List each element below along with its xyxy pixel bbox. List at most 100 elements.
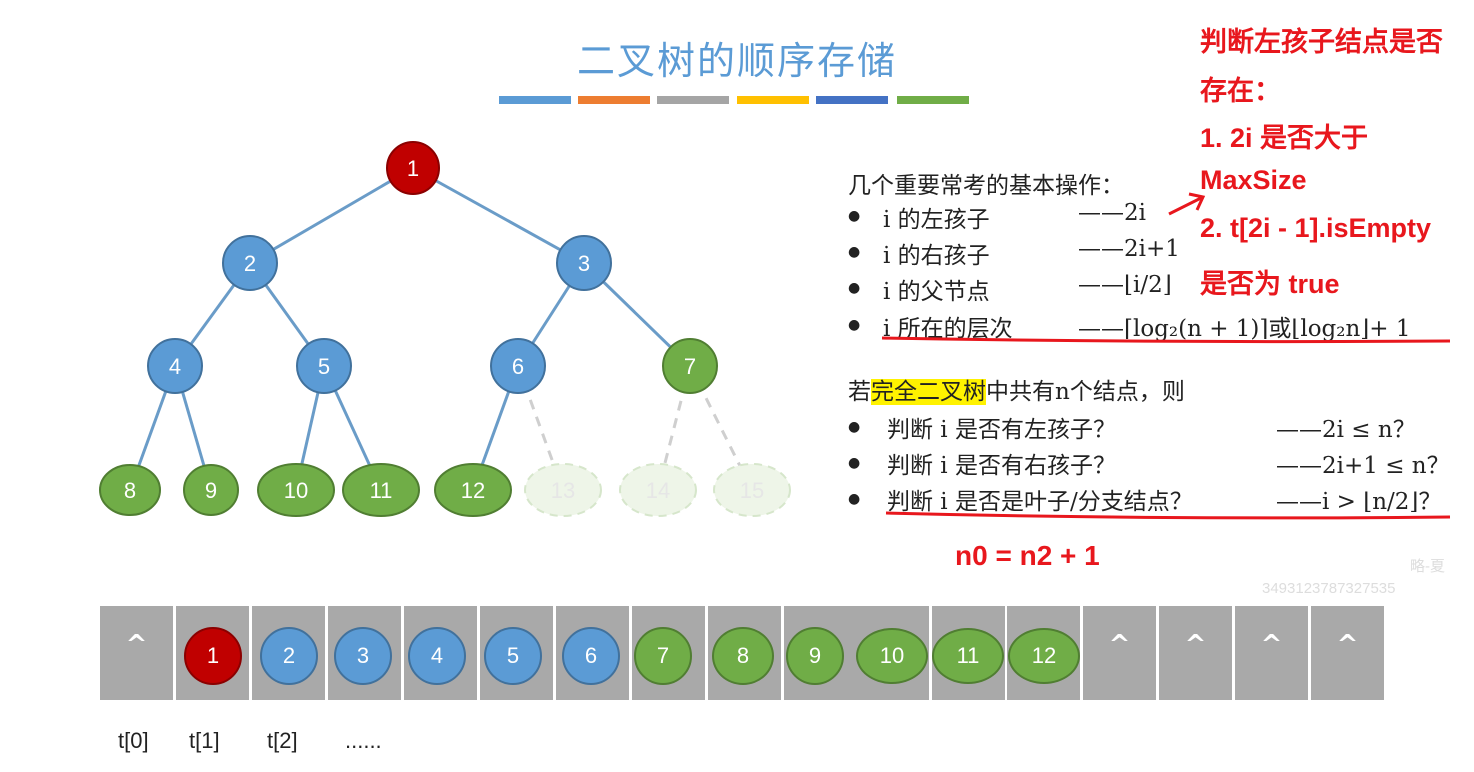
- op-parent-formula: ——⌊i/2⌋: [1078, 272, 1172, 298]
- bullet-dot: ●: [848, 491, 861, 507]
- tree-node-11: 11: [342, 463, 420, 517]
- tree-node-10: 10: [257, 463, 335, 517]
- op-left-child-formula: ——2i: [1078, 200, 1146, 226]
- ct-leaf-label: 判断 i 是否是叶子/分支结点？: [887, 489, 1193, 515]
- array-index-ellipsis: ......: [345, 728, 382, 753]
- ct-right-child-formula: ——2i+1 ≤ n？: [1276, 453, 1450, 479]
- bullet-dot: ●: [848, 280, 861, 296]
- tree-node-15-ghost: 15: [713, 463, 791, 517]
- red-arrow-icon: [1168, 192, 1206, 216]
- op-right-child-label: i 的右孩子: [883, 243, 990, 269]
- array-cell-15: [1235, 606, 1308, 700]
- tree-node-5: 5: [296, 338, 352, 394]
- binary-tree-diagram: 1 2 3 4 5 6 7 8: [99, 141, 791, 517]
- bullet-dot: ●: [848, 208, 861, 224]
- annotation-line-5: 2. t[2i - 1].isEmpty: [1200, 213, 1432, 243]
- tree-node-label: 13: [551, 478, 575, 503]
- empty-marker: ^: [1336, 630, 1359, 660]
- watermark-name: 略-夏: [1410, 558, 1445, 575]
- ct-leaf-formula: ——i > ⌊n/2⌋？: [1276, 489, 1442, 515]
- tree-node-13-ghost: 13: [524, 463, 602, 517]
- tree-node-label: 11: [370, 478, 393, 503]
- array-node-10: 10: [856, 628, 928, 684]
- ct-left-child-label: 判断 i 是否有左孩子？: [887, 417, 1116, 443]
- array-node-5: 5: [484, 627, 542, 685]
- op-left-child-label: i 的左孩子: [883, 207, 990, 233]
- tree-node-4: 4: [147, 338, 203, 394]
- ct-left-child-formula: ——2i ≤ n？: [1276, 417, 1416, 443]
- empty-marker: ^: [125, 630, 148, 660]
- array-node-6: 6: [562, 627, 620, 685]
- op-level-formula: ——⌈log₂(n + 1)⌉或⌊log₂n⌋+ 1: [1078, 316, 1411, 342]
- slide-title: 二叉树的顺序存储: [576, 39, 897, 83]
- color-bar-darkblue: [816, 96, 888, 104]
- tree-edges: [128, 166, 692, 491]
- watermark-id: 3493123787327535: [1262, 580, 1396, 597]
- array-node-1: 1: [184, 627, 242, 685]
- bullet-dot: ●: [848, 244, 861, 260]
- array-node-2: 2: [260, 627, 318, 685]
- array-cell-0: [100, 606, 173, 700]
- tree-node-14-ghost: 14: [619, 463, 697, 517]
- tree-node-label: 10: [284, 478, 308, 503]
- bullet-dot: ●: [848, 317, 861, 333]
- array-index-0: t[0]: [118, 728, 149, 753]
- tree-node-8: 8: [99, 464, 161, 516]
- tree-node-label: 2: [244, 251, 256, 276]
- tree-node-12: 12: [434, 463, 512, 517]
- tree-node-6: 6: [490, 338, 546, 394]
- empty-marker: ^: [1184, 630, 1207, 660]
- annotation-line-4: MaxSize: [1200, 165, 1307, 195]
- op-right-child-formula: ——2i+1: [1078, 236, 1180, 262]
- array-node-7: 7: [634, 627, 692, 685]
- tree-node-label: 15: [740, 478, 764, 503]
- tree-node-7: 7: [662, 338, 718, 394]
- empty-marker: ^: [1108, 630, 1131, 660]
- complete-tree-suffix: 中共有n个结点，则: [986, 379, 1185, 405]
- tree-node-label: 5: [318, 354, 330, 379]
- annotation-line-2: 存在：: [1200, 76, 1281, 106]
- red-underline-2: [885, 511, 1451, 520]
- tree-node-label: 7: [684, 354, 696, 379]
- annotation-line-3: 1. 2i 是否大于: [1200, 123, 1369, 153]
- array-node-4: 4: [408, 627, 466, 685]
- tree-node-label: 1: [407, 156, 419, 181]
- tree-node-label: 14: [646, 478, 670, 503]
- tree-node-1: 1: [386, 141, 440, 195]
- bullet-dot: ●: [848, 419, 861, 435]
- tree-node-3: 3: [556, 235, 612, 291]
- tree-node-9: 9: [183, 464, 239, 516]
- bullet-dot: ●: [848, 455, 861, 471]
- array-node-9: 9: [786, 627, 844, 685]
- annotation-line-6: 是否为 true: [1200, 269, 1340, 299]
- complete-tree-highlight: 完全二叉树: [871, 379, 986, 405]
- array-node-11: 11: [932, 628, 1004, 684]
- color-bar-yellow: [737, 96, 809, 104]
- empty-marker: ^: [1260, 630, 1283, 660]
- tree-node-label: 9: [205, 478, 217, 503]
- operations-heading: 几个重要常考的基本操作：: [848, 173, 1124, 199]
- red-underline-1: [881, 336, 1451, 344]
- array-index-1: t[1]: [189, 728, 220, 753]
- complete-tree-prefix: 若: [848, 379, 871, 405]
- color-bar-orange: [578, 96, 650, 104]
- tree-node-label: 6: [512, 354, 524, 379]
- tree-node-label: 12: [461, 478, 485, 503]
- annotation-line-1: 判断左孩子结点是否: [1200, 27, 1443, 57]
- color-bar-blue: [499, 96, 571, 104]
- array-cell-13: [1083, 606, 1156, 700]
- array-cell-14: [1159, 606, 1232, 700]
- array-cell-16: [1311, 606, 1384, 700]
- color-bar-gray: [657, 96, 729, 104]
- tree-node-label: 8: [124, 478, 136, 503]
- ct-right-child-label: 判断 i 是否有右孩子？: [887, 453, 1116, 479]
- array-node-12: 12: [1008, 628, 1080, 684]
- complete-tree-heading: 若完全二叉树中共有n个结点，则: [848, 372, 1185, 406]
- n0-formula: n0 = n2 + 1: [955, 540, 1100, 571]
- tree-node-2: 2: [222, 235, 278, 291]
- tree-node-label: 3: [578, 251, 590, 276]
- tree-node-label: 4: [169, 354, 181, 379]
- array-node-8: 8: [712, 627, 774, 685]
- array-index-2: t[2]: [267, 728, 298, 753]
- color-bar-green: [897, 96, 969, 104]
